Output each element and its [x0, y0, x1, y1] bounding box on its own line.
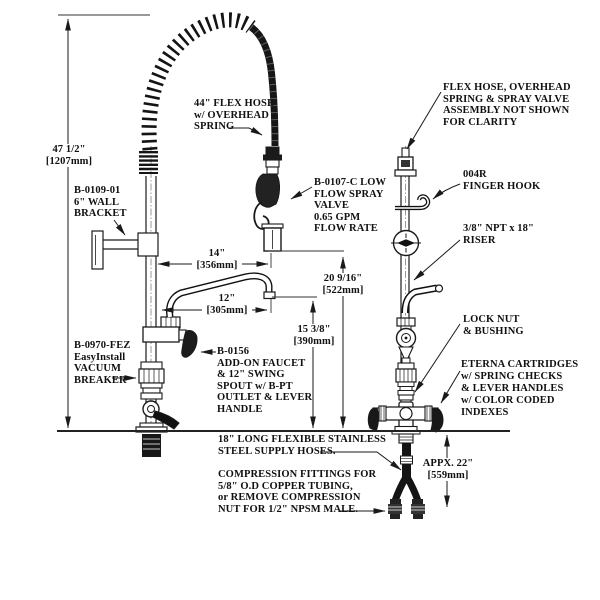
- dim-22-label: APPX. 22" [559mm]: [422, 458, 474, 481]
- wall-bracket-drawing: [91, 230, 159, 270]
- right-riser-assembly-drawing: [367, 146, 444, 519]
- dim-20-label: 20 9/16" [522mm]: [317, 273, 369, 296]
- lower-valve-drawing: [142, 400, 180, 430]
- leader-lines: [112, 91, 461, 514]
- flex-hose: [248, 24, 279, 147]
- cross-fitting-drawing: [391, 229, 421, 257]
- supply-hoses-label: 18" LONG FLEXIBLE STAINLESS STEEL SUPPLY…: [218, 434, 386, 457]
- compression-note-label: COMPRESSION FITTINGS FOR 5/8" O.D COPPER…: [218, 469, 377, 516]
- right-spout-drawing: [401, 284, 444, 314]
- dim-14-label: 14" [356mm]: [192, 248, 242, 271]
- flex-hose-label: 44" FLEX HOSE w/ OVERHEAD SPRING: [194, 98, 275, 132]
- right-lever-handle: [430, 407, 444, 433]
- eterna-cartridges-label: ETERNA CARTRIDGES w/ SPRING CHECKS & LEV…: [461, 359, 579, 418]
- vacuum-breaker-drawing: [138, 361, 165, 400]
- compression-fitting-left: [388, 499, 402, 519]
- finger-hook-drawing: [395, 194, 431, 211]
- overhead-spring-coil: [141, 12, 256, 151]
- pre-rinse-unit-drawing: [91, 12, 284, 457]
- wall-bracket-label: B-0109-01 6" WALL BRACKET: [74, 185, 127, 219]
- lock-nut-drawing: [398, 394, 414, 401]
- mixing-faucet-body-drawing: [367, 401, 444, 435]
- swing-spout-drawing: [166, 272, 276, 318]
- compression-fitting-right: [411, 499, 425, 519]
- swivel-stack-drawing: [395, 317, 417, 404]
- add-on-faucet-drawing: [142, 316, 198, 358]
- flex-hose-note-label: FLEX HOSE, OVERHEAD SPRING & SPRAY VALVE…: [443, 82, 571, 128]
- spray-valve-drawing: [253, 146, 284, 252]
- dim-12-label: 12" [305mm]: [202, 293, 252, 316]
- dim-15-label: 15 3/8" [390mm]: [289, 324, 339, 347]
- left-lever-handle: [367, 407, 379, 432]
- add-on-faucet-label: B-0156 ADD-ON FAUCET & 12" SWING SPOUT w…: [217, 346, 313, 415]
- base-shank-drawing: [135, 422, 168, 457]
- finger-hook-label: 004R FINGER HOOK: [463, 169, 541, 192]
- riser-label: 3/8" NPT x 18" RISER: [463, 223, 534, 246]
- lock-nut-label: LOCK NUT & BUSHING: [463, 314, 524, 337]
- reference-lines: [58, 14, 344, 313]
- spray-valve-label: B-0107-C LOW FLOW SPRAY VALVE 0.65 GPM F…: [314, 177, 387, 234]
- supply-hoses-drawing: [388, 433, 425, 519]
- vacuum-breaker-label: B-0970-FEZ EasyInstall VACUUM BREAKER: [74, 340, 131, 386]
- dim-overall-height-label: 47 1/2" [1207mm]: [44, 144, 94, 167]
